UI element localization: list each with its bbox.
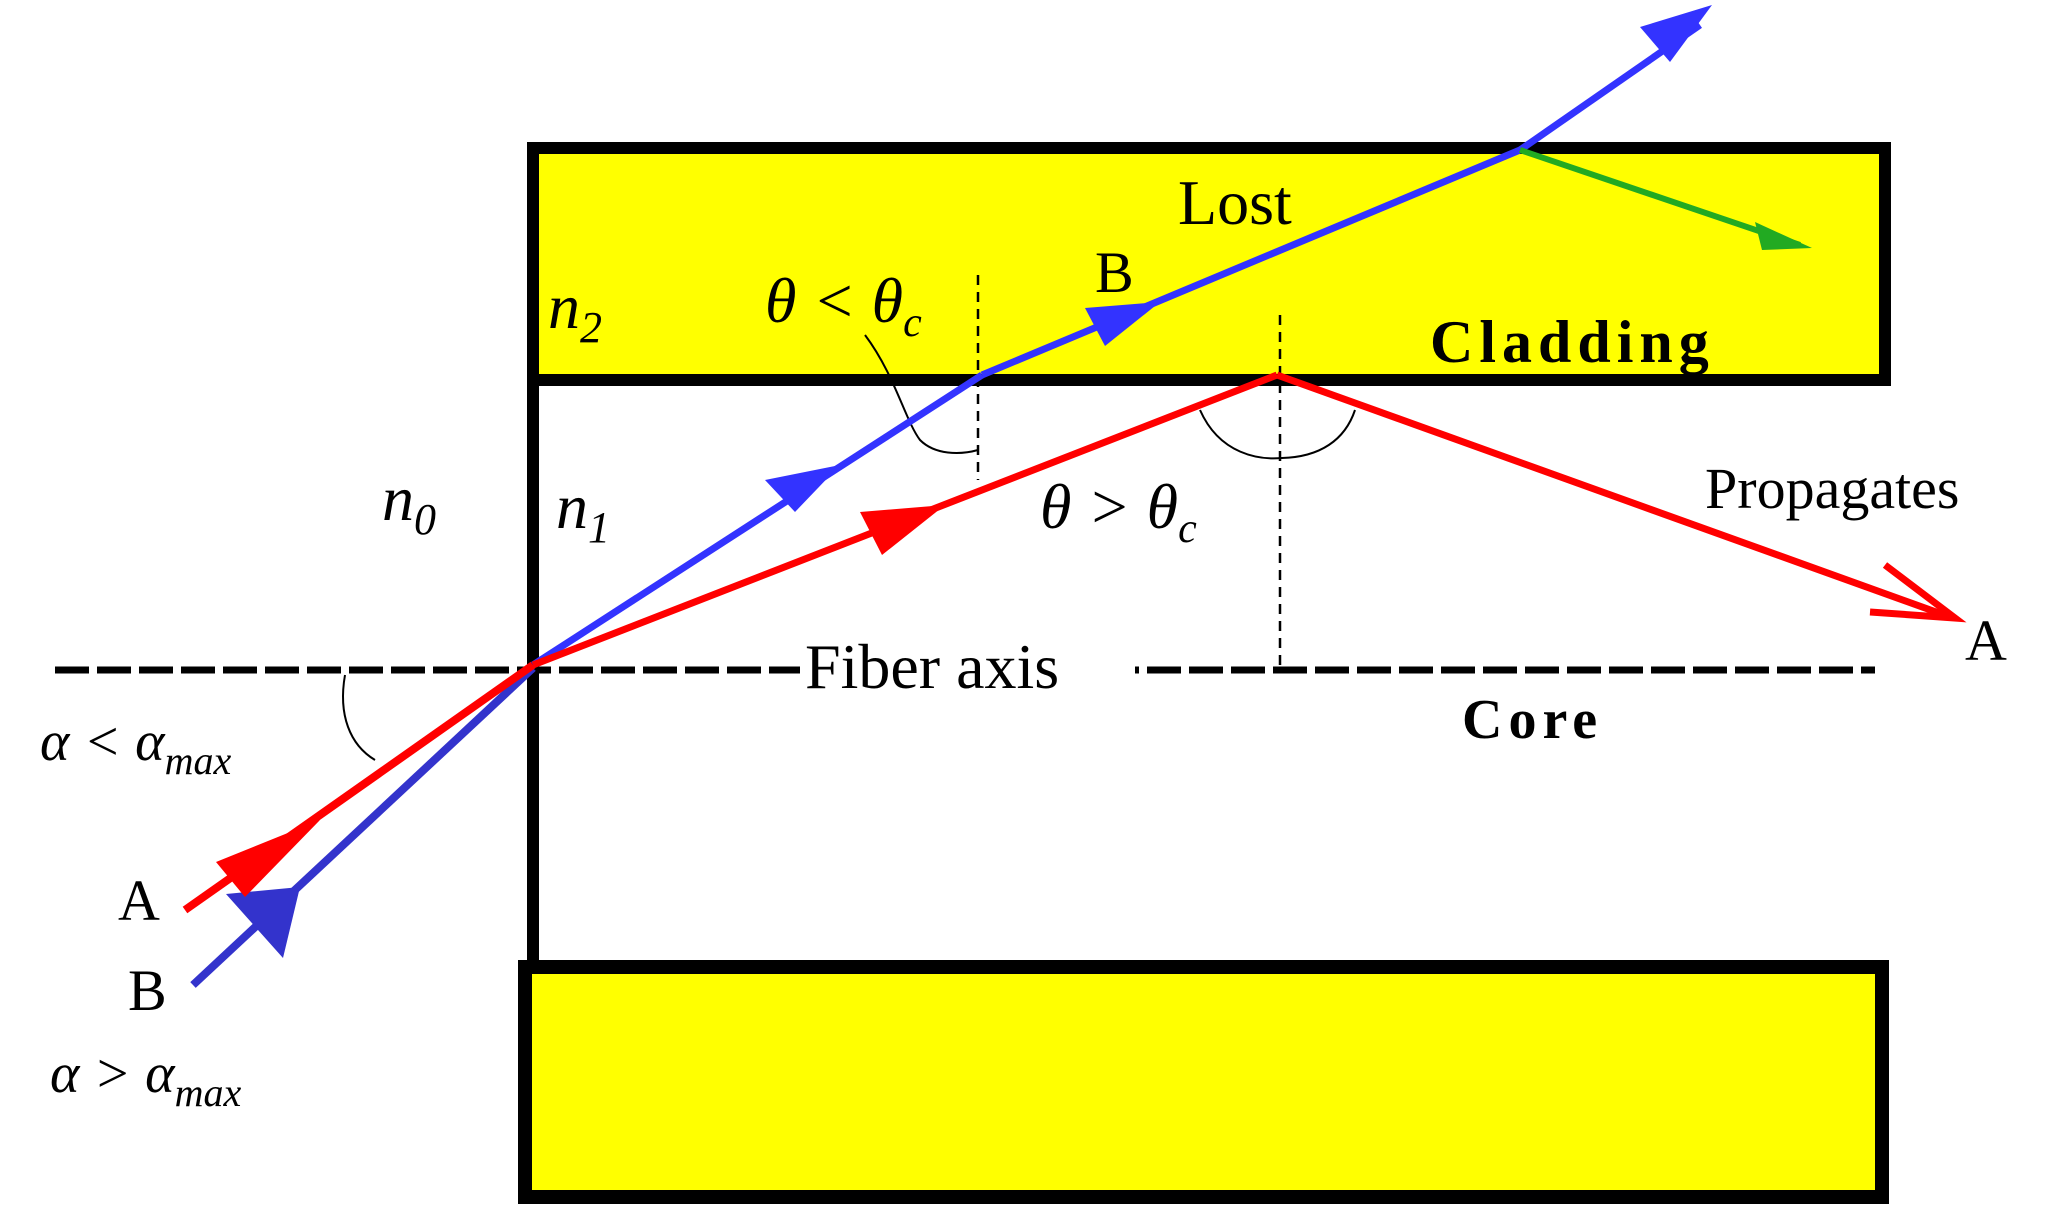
alpha-gt-label: α > αmax [50,1043,241,1115]
fiber-axis-label: Fiber axis [805,631,1059,702]
ray-a-core-arrowhead [860,505,945,555]
ray-a-reflected [1275,371,1952,621]
ray-a-incident-arrowhead [216,820,320,897]
theta-lt-label: θ < θc [765,265,922,346]
ray-b-left-label: B [128,958,167,1023]
ray-a-left-label: A [118,868,160,933]
ray-b-incident [190,665,536,988]
fiber-axis-label-bg [800,632,1135,694]
theta-lt-angle-arc [864,334,979,454]
ray-b-lost-arrowhead [1640,5,1712,62]
n2-label: n2 [548,271,602,352]
green-arrowhead [1755,222,1812,250]
ray-b-reflected-green [1519,147,1801,248]
ray-b-cladding-arrowhead [1085,302,1160,346]
ray-b-cladding [980,146,1522,379]
ray-b-top-label: B [1095,240,1134,305]
lost-label: Lost [1178,167,1292,238]
n0-label: n0 [382,463,436,544]
alpha-lt-label: α < αmax [40,711,231,783]
core-label: Core [1462,689,1603,751]
ray-a-right-label: A [1965,608,2007,673]
cladding-bottom [518,960,1889,1204]
alpha-angle-arc [342,674,376,761]
cladding-label: Cladding [1430,309,1715,375]
ray-a-reflected-arrowhead [1869,562,1967,623]
theta-gt-label: θ > θc [1040,471,1197,552]
ray-b-core [531,372,984,668]
theta-gt-angle-arc [1199,409,1356,460]
propagates-label: Propagates [1705,456,1960,521]
n1-label: n1 [556,471,610,552]
ray-b-core-arrowhead [765,465,840,512]
ray-b-incident-arrowhead [226,887,300,958]
